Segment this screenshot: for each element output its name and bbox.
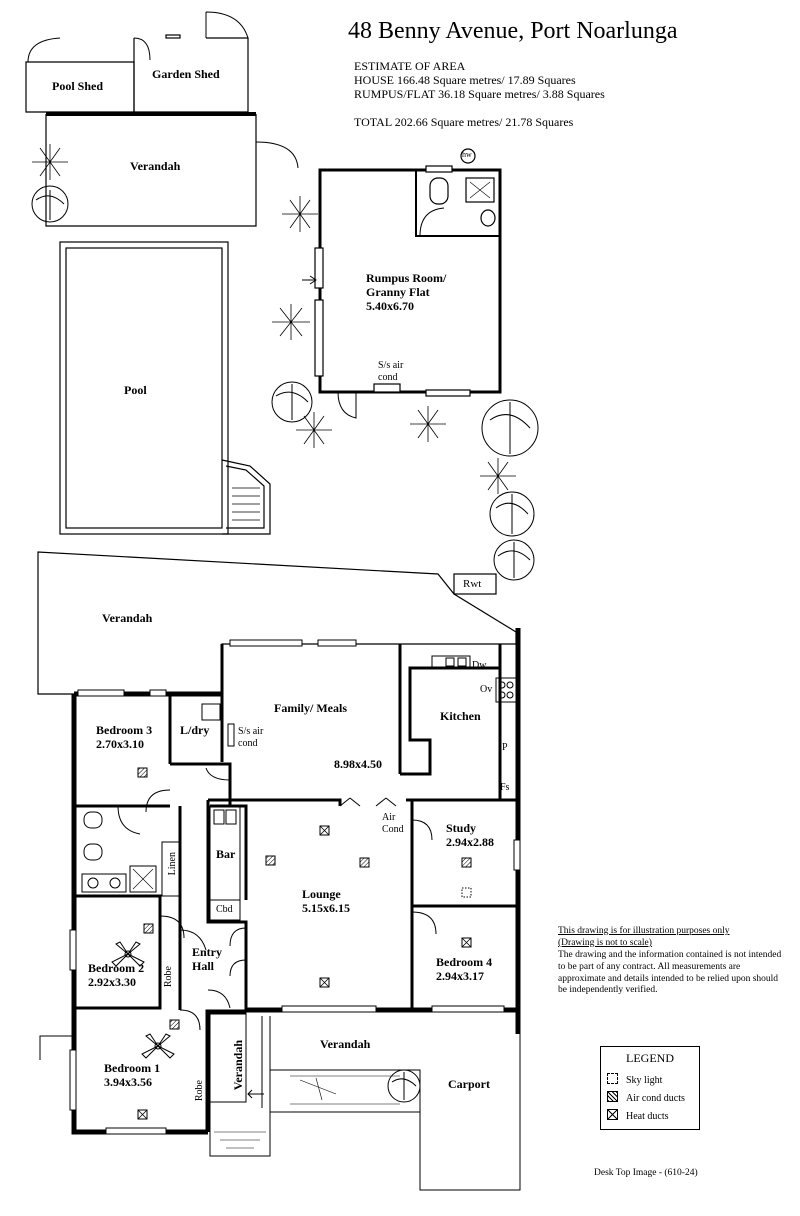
family-ac-label: S/s air cond [238,726,263,749]
linen-label: Linen [167,852,178,876]
heat-ducts-text: Heat ducts [626,1111,669,1122]
verandah-rear-label: Verandah [102,611,153,625]
rumpus-ac-line1: S/s air [378,360,404,371]
lounge-name: Lounge [302,887,341,901]
legend-heat: Heat ducts [607,1109,669,1122]
legend-title: LEGEND [626,1051,674,1065]
bedroom3-name: Bedroom 3 [96,723,153,737]
study-dims: 2.94x2.88 [446,834,494,849]
garden-shed-label: Garden Shed [152,67,220,81]
legend-air-cond: Air cond ducts [607,1091,685,1104]
legend-sky-light: Sky light [607,1073,662,1086]
legend: LEGEND Sky light Air cond ducts Heat duc… [600,1046,700,1130]
hw-label: hw [462,150,472,159]
verandah-front-label: Verandah [320,1037,371,1051]
family-ac-line1: S/s air [238,726,264,737]
family-dims: 8.98x4.50 [334,757,382,771]
ov-label: Ov [480,684,493,695]
sky-light-icon [607,1073,618,1084]
property-address: 48 Benny Avenue, Port Noarlunga [348,18,678,44]
bedroom4-name: Bedroom 4 [436,955,493,969]
total-area: TOTAL 202.66 Square metres/ 21.78 Square… [354,115,574,129]
bedroom1-name: Bedroom 1 [104,1061,161,1075]
fridge-space-label: Fs [500,782,510,793]
pool-shed-label: Pool Shed [52,79,104,93]
bedroom2-label: Bedroom 2 2.92x3.30 [88,961,145,990]
bedroom3-label: Bedroom 3 2.70x3.10 [96,723,153,752]
laundry-label: L/dry [180,723,210,737]
ceiling-fan-bedroom2 [111,941,145,967]
bedroom1-dims: 3.94x3.56 [104,1074,152,1089]
entry-hall-label: Entry Hall [192,945,222,974]
rumpus-label: Rumpus Room/ Granny Flat 5.40x6.70 [366,271,447,313]
rumpus-dims: 5.40x6.70 [366,298,414,313]
house-area: HOUSE 166.48 Square metres/ 17.89 Square… [354,72,576,87]
dw-label: Dw [472,660,487,671]
robe2-label: Robe [194,1080,205,1102]
robe-label: Robe [163,966,174,988]
rumpus-ac-label: S/s air cond [378,360,403,383]
bedroom2-dims: 2.92x3.30 [88,974,136,989]
verandah-side-label: Verandah [231,1040,245,1091]
entry-line1: Entry [192,945,222,959]
ceiling-fan-bedroom1 [141,1033,175,1059]
heat-duct-icon [607,1109,618,1120]
pool-label: Pool [124,383,147,397]
study-label: Study 2.94x2.88 [446,821,494,850]
air-cond-line1: Air [382,812,396,823]
rumpus-ac-line2: cond [378,371,398,383]
verandah-top-outline [45,114,257,227]
air-cond-line2: Cond [382,823,404,835]
disclaimer-line2: (Drawing is not to scale) [558,937,652,948]
entry-line2: Hall [192,958,215,973]
rumpus-name-line2: Granny Flat [366,284,430,299]
air-cond-ducts-text: Air cond ducts [626,1093,685,1104]
cbd-label: Cbd [216,904,233,915]
bedroom1-label: Bedroom 1 3.94x3.56 [104,1061,161,1090]
disclaimer-body: The drawing and the information containe… [558,949,782,996]
rwt-label: Rwt [463,578,482,590]
bedroom4-label: Bedroom 4 2.94x3.17 [436,955,493,984]
bedroom2-name: Bedroom 2 [88,961,145,975]
garden-shed-outline [133,11,249,113]
carport-label: Carport [448,1077,490,1091]
air-cond-duct-icon [607,1091,618,1102]
bedroom4-dims: 2.94x3.17 [436,968,484,983]
family-label: Family/ Meals [274,701,347,715]
area-estimate: ESTIMATE OF AREA HOUSE 166.48 Square met… [354,59,605,101]
verandah-top-label: Verandah [130,159,181,173]
family-ac-line2: cond [238,737,258,749]
rwt-box [453,573,497,595]
air-cond-label: Air Cond [382,812,404,835]
bedroom3-dims: 2.70x3.10 [96,736,144,751]
study-name: Study [446,821,477,835]
pantry-label: P [502,742,508,753]
sky-light-text: Sky light [626,1075,663,1086]
disclaimer-line1: This drawing is for illustration purpose… [558,926,730,936]
flat-area: RUMPUS/FLAT 36.18 Square metres/ 3.88 Sq… [354,86,605,101]
estimate-heading: ESTIMATE OF AREA [354,59,466,73]
bar-label: Bar [216,847,236,861]
pool-outline [59,241,271,535]
lounge-dims: 5.15x6.15 [302,900,350,915]
disclaimer: This drawing is for illustration purpose… [558,926,784,997]
image-credit: Desk Top Image - (610-24) [594,1168,698,1178]
pool-shed-outline [25,37,135,113]
rumpus-name-line1: Rumpus Room/ [366,271,447,285]
rumpus-outline [302,148,502,419]
landscaping-trees [31,144,539,1149]
kitchen-label: Kitchen [440,709,481,723]
lounge-label: Lounge 5.15x6.15 [302,887,350,916]
